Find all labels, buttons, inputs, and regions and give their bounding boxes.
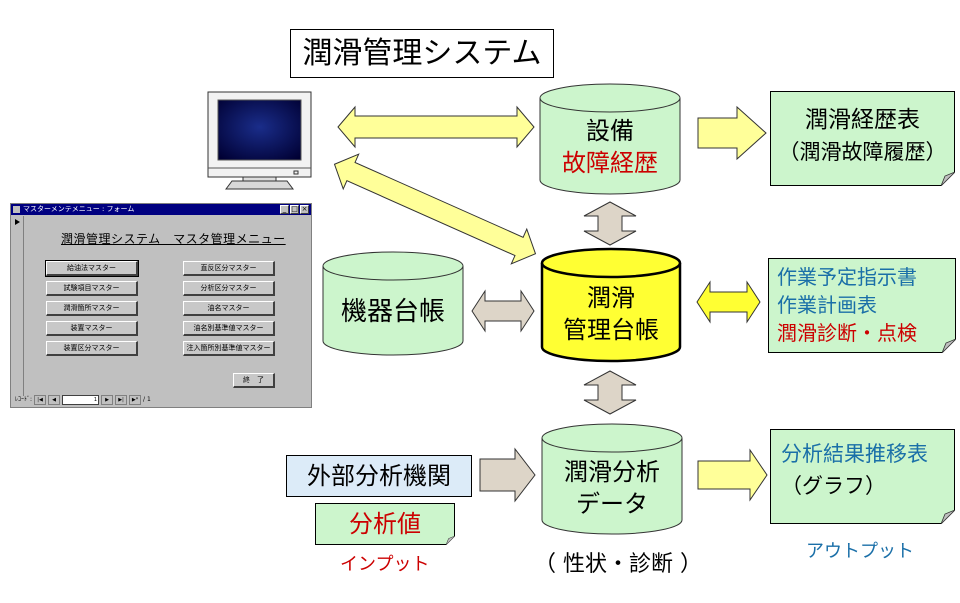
close-button[interactable]: × bbox=[300, 205, 309, 214]
page-fold-icon bbox=[446, 536, 455, 545]
failure-history-label: 故障経歴 bbox=[562, 149, 658, 177]
arrow-equipment-history bbox=[697, 105, 767, 161]
master-button[interactable]: 装置マスター bbox=[46, 321, 138, 336]
device-ledger-node: 機器台帳 bbox=[323, 296, 463, 328]
master-button[interactable]: 分析区分マスター bbox=[183, 281, 275, 296]
window-title: マスターメンテメニュー : フォーム bbox=[23, 205, 135, 213]
device-ledger-cylinder bbox=[322, 251, 464, 356]
master-button[interactable]: 直反区分マスター bbox=[183, 261, 275, 276]
external-lab-box: 外部分析機関 bbox=[286, 455, 472, 497]
equipment-cylinder bbox=[539, 83, 681, 195]
arrow-equipment-ledger bbox=[583, 201, 637, 246]
arrow-monitor-ledger bbox=[333, 153, 537, 265]
lubrication-ledger-cylinder bbox=[540, 247, 682, 363]
record-pointer-icon bbox=[15, 219, 20, 225]
work-plan-label: 作業計画表 bbox=[777, 293, 877, 317]
arrow-device-ledger bbox=[471, 289, 535, 333]
diagnosis-inspection-label: 潤滑診断・点検 bbox=[777, 321, 917, 345]
trend-subtitle: （グラフ） bbox=[781, 474, 886, 498]
minimize-button[interactable]: _ bbox=[280, 205, 289, 214]
lubrication-ledger-line2: 管理台帳 bbox=[563, 316, 659, 344]
window-title-bar[interactable]: マスターメンテメニュー : フォーム _ □ × bbox=[11, 204, 311, 215]
record-total: / 1 bbox=[143, 396, 151, 403]
lubrication-ledger-line1: 潤滑 bbox=[587, 284, 635, 312]
analysis-data-line2: データ bbox=[576, 490, 648, 518]
analysis-value-note: 分析値 bbox=[315, 503, 455, 545]
record-label: ﾚｺｰﾄﾞ: bbox=[15, 396, 33, 403]
page-fold-icon bbox=[941, 172, 955, 186]
arrow-ledger-work bbox=[696, 280, 761, 324]
record-number-input[interactable]: 1 bbox=[62, 395, 100, 405]
history-output-note: 潤滑経歴表 （潤滑故障履歴） bbox=[770, 91, 955, 186]
lubrication-ledger-node: 潤滑 管理台帳 bbox=[542, 282, 680, 346]
trend-title: 分析結果推移表 bbox=[781, 442, 928, 466]
analysis-data-node: 潤滑分析 データ bbox=[542, 456, 682, 520]
master-button[interactable]: 給油法マスター bbox=[45, 260, 139, 277]
last-record-button[interactable]: ▶| bbox=[115, 395, 128, 405]
device-ledger-label: 機器台帳 bbox=[340, 297, 445, 327]
new-record-button[interactable]: ▶* bbox=[129, 395, 142, 405]
first-record-button[interactable]: |◀ bbox=[34, 395, 47, 405]
next-record-button[interactable]: ▶ bbox=[101, 395, 114, 405]
equipment-label: 設備 bbox=[586, 117, 634, 145]
arrow-external-analysis bbox=[479, 447, 536, 503]
history-title: 潤滑経歴表 bbox=[805, 107, 920, 133]
input-caption: インプット bbox=[340, 554, 430, 575]
arrow-monitor-equipment bbox=[337, 105, 535, 149]
output-caption: アウトプット bbox=[806, 541, 914, 562]
analysis-data-line1: 潤滑分析 bbox=[564, 458, 660, 486]
work-schedule-label: 作業予定指示書 bbox=[777, 265, 917, 289]
properties-caption: （ 性状・診断 ） bbox=[534, 552, 702, 577]
analysis-data-cylinder bbox=[541, 423, 683, 535]
arrow-ledger-analysis bbox=[583, 370, 637, 415]
prev-record-button[interactable]: ◀ bbox=[48, 395, 61, 405]
master-button[interactable]: 装置区分マスター bbox=[46, 341, 138, 356]
arrow-analysis-trend bbox=[697, 448, 768, 502]
record-navigation: ﾚｺｰﾄﾞ: |◀ ◀ 1 ▶ ▶| ▶* / 1 bbox=[15, 395, 151, 405]
master-button[interactable]: 試験項目マスター bbox=[46, 281, 138, 296]
page-fold-icon bbox=[941, 510, 955, 524]
master-button[interactable]: 油名マスター bbox=[183, 301, 275, 316]
trend-output-note: 分析結果推移表 （グラフ） bbox=[770, 429, 955, 524]
page-fold-icon bbox=[942, 339, 956, 353]
monitor-icon bbox=[207, 91, 312, 190]
form-heading: 潤滑管理システム マスタ管理メニュー bbox=[61, 232, 286, 246]
master-button[interactable]: 潤滑箇所マスター bbox=[46, 301, 138, 316]
work-output-note: 作業予定指示書 作業計画表 潤滑診断・点検 bbox=[768, 258, 956, 353]
record-selector[interactable] bbox=[13, 216, 24, 396]
exit-button[interactable]: 終 了 bbox=[233, 373, 275, 388]
page-title: 潤滑管理システム bbox=[290, 29, 554, 78]
history-subtitle: （潤滑故障履歴） bbox=[778, 140, 947, 164]
master-button[interactable]: 油名別基準値マスター bbox=[183, 321, 275, 336]
master-button[interactable]: 注入箇所別基準値マスター bbox=[183, 341, 275, 356]
analysis-value-label: 分析値 bbox=[349, 510, 421, 538]
equipment-node: 設備 故障経歴 bbox=[540, 115, 680, 179]
maximize-button[interactable]: □ bbox=[290, 205, 299, 214]
master-menu-window: マスターメンテメニュー : フォーム _ □ × 潤滑管理システム マスタ管理メ… bbox=[10, 203, 312, 408]
form-icon bbox=[13, 206, 20, 213]
